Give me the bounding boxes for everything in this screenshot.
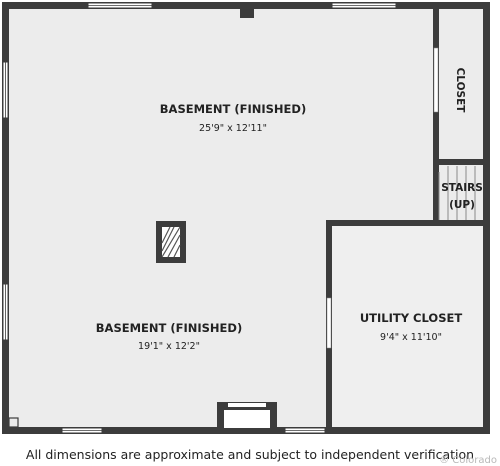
closet-door-opening [433, 47, 439, 113]
stairs-direction-label: (UP) [449, 199, 475, 211]
basement-lower-name: BASEMENT (FINISHED) [96, 321, 242, 335]
window-well [217, 402, 277, 428]
stairs-label: STAIRS [441, 182, 483, 194]
watermark-text: ® Colorado [439, 455, 497, 466]
support-post [156, 221, 186, 263]
utility-closet-floor [332, 226, 483, 428]
windows [2, 2, 397, 434]
floor-plan: BASEMENT (FINISHED) 25'9" x 12'11" BASEM… [2, 2, 490, 434]
corner-detail [8, 417, 19, 428]
utility-closet-dimensions: 9'4" x 11'10" [380, 332, 442, 343]
utility-door-opening [326, 297, 332, 349]
basement-upper-dimensions: 25'9" x 12'11" [199, 123, 267, 134]
utility-closet-name: UTILITY CLOSET [360, 311, 463, 325]
closet-label: CLOSET [454, 68, 466, 114]
basement-lower-dimensions: 19'1" x 12'2" [138, 341, 200, 352]
disclaimer-text: All dimensions are approximate and subje… [25, 447, 475, 462]
stair-treads [438, 166, 476, 220]
basement-upper-name: BASEMENT (FINISHED) [160, 102, 306, 116]
